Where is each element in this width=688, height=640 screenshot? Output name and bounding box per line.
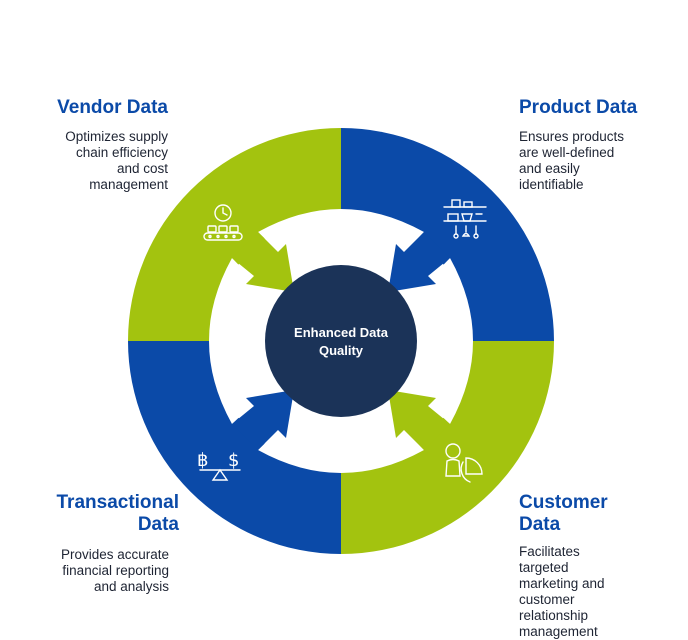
transactional-desc-line: Provides accurate [60,547,169,562]
customer-desc-line: Facilitates [519,544,580,559]
customer-desc-line: marketing and [519,576,605,591]
center-title-line-2: Quality [319,343,364,358]
arrow-vendor [232,232,294,292]
vendor-data-description: Optimizes supply chain efficiency and co… [65,129,168,193]
vendor-desc-line: management [89,177,168,192]
vendor-desc-line: Optimizes supply [65,129,168,144]
arrow-cutouts [209,209,473,473]
currency-scale-icon: ฿ $ [197,450,241,481]
product-shelf-icon [443,199,487,239]
customer-title-line: Customer [519,492,608,513]
customer-pie-icon [445,443,483,483]
transactional-title-line: Transactional [56,492,180,513]
customer-desc-line: management [519,624,598,639]
vendor-desc-line: chain efficiency [75,145,168,160]
customer-desc-line: relationship [519,608,589,623]
cutout-right [420,258,473,424]
cutout-left [209,258,262,424]
arrow-transactional [232,390,294,450]
transactional-desc-line: and analysis [93,579,169,594]
product-data-title: Product Data [519,97,638,118]
quadrant-transactional-segment [128,341,341,554]
center-title-line-1: Enhanced Data [294,325,389,340]
product-desc-line: are well-defined [519,145,615,160]
center-circle [265,265,417,417]
clock-conveyor-icon [203,204,243,241]
product-desc-line: and easily [519,161,580,176]
customer-data-description: Facilitates targeted marketing and custo… [519,544,605,640]
product-desc-line: identifiable [519,177,584,192]
vendor-data-title: Vendor Data [57,97,168,118]
customer-data-title: Customer Data [519,492,608,536]
customer-desc-line: targeted [519,560,569,575]
customer-desc-line: customer [519,592,575,607]
transactional-data-title: Transactional Data [57,492,180,536]
svg-text:$: $ [228,450,239,471]
quadrant-product-segment [341,128,554,341]
cutout-bottom [258,420,424,473]
transactional-title-line: Data [137,514,179,535]
cutout-top [258,209,424,262]
quadrant-vendor-segment [128,128,341,341]
transactional-desc-line: financial reporting [62,563,169,578]
inward-arrows [232,232,450,450]
product-data-description: Ensures products are well-defined and ea… [519,129,624,193]
arrow-customer [388,390,450,450]
svg-text:฿: ฿ [197,450,208,471]
transactional-data-description: Provides accurate financial reporting an… [61,547,169,595]
vendor-desc-line: and cost [116,161,168,176]
customer-title-line: Data [519,514,561,535]
arrow-product [388,232,450,292]
product-desc-line: Ensures products [519,129,625,144]
